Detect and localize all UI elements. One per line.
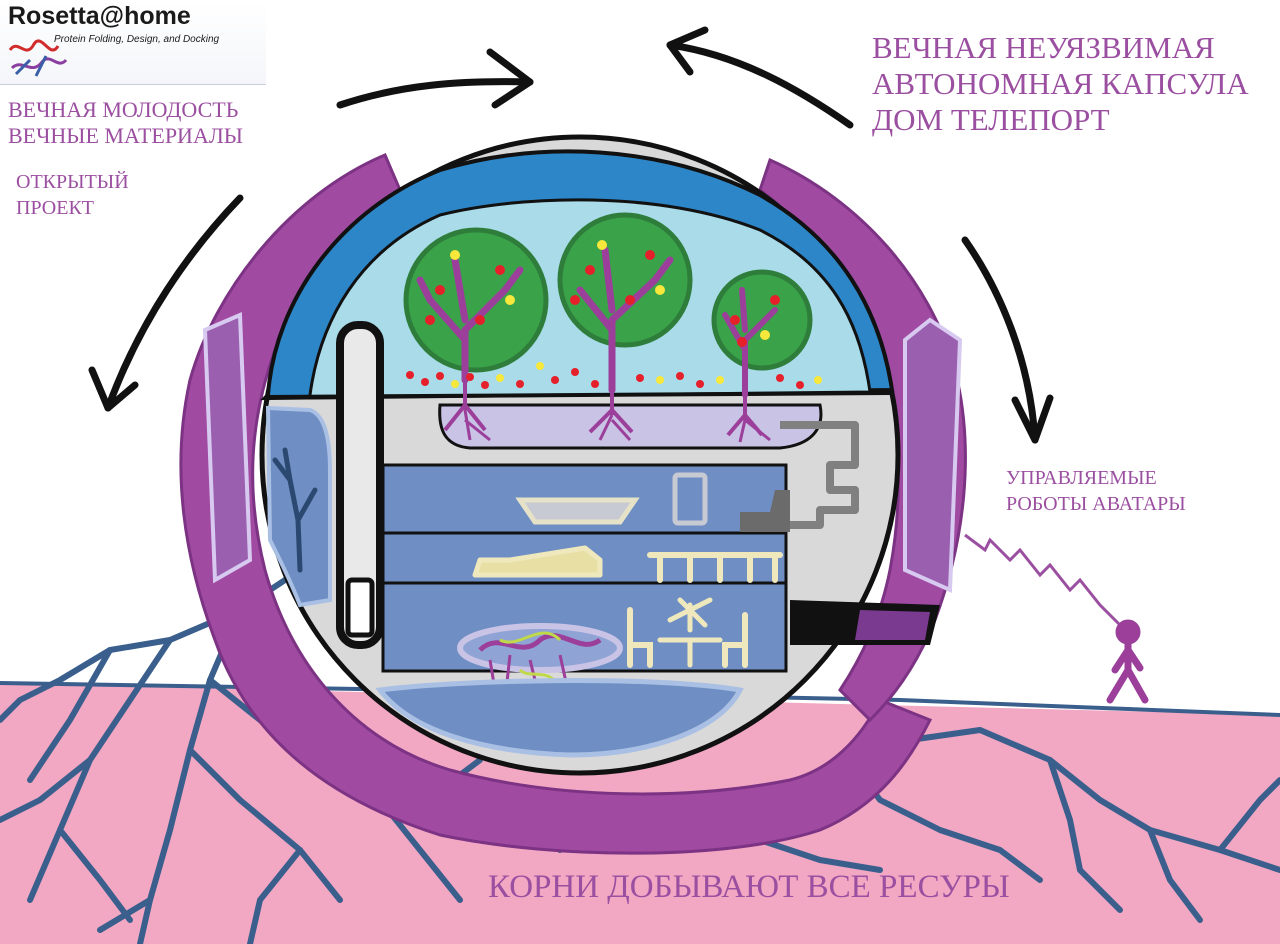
left-shell bbox=[179, 153, 933, 855]
chair-icon bbox=[722, 612, 748, 668]
youth-label-line2: ВЕЧНЫЕ МАТЕРИАЛЫ bbox=[8, 123, 243, 148]
capsule-label-line3: ДОМ ТЕЛЕПОРТ bbox=[872, 102, 1110, 137]
bathtub-icon bbox=[515, 497, 640, 525]
open-project-line2: ПРОЕКТ bbox=[16, 197, 95, 219]
protein-icon bbox=[478, 631, 602, 701]
rotation-arrow-icon bbox=[336, 48, 534, 109]
capsule-label-line2: АВТОНОМНАЯ КАПСУЛА bbox=[872, 66, 1249, 101]
robots-label-line2: РОБОТЫ АВАТАРЫ bbox=[1006, 493, 1186, 515]
rotation-arrow-icon bbox=[666, 26, 854, 129]
staircase bbox=[780, 421, 859, 529]
pool bbox=[375, 678, 744, 758]
robots-label-line1: УПРАВЛЯЕМЫЕ bbox=[1006, 467, 1157, 489]
boot-shape bbox=[740, 490, 790, 532]
soil-bed bbox=[438, 403, 823, 450]
capsule-label-line1: ВЕЧНАЯ НЕУЯЗВИМАЯ bbox=[872, 30, 1215, 65]
elevator-shaft bbox=[336, 321, 384, 649]
open-project-line1: ОТКРЫТЫЙ bbox=[16, 171, 129, 193]
elevator-cabin bbox=[345, 577, 375, 638]
tree-icon bbox=[403, 227, 549, 432]
right-shell-window bbox=[903, 317, 963, 594]
stick-figure-icon bbox=[1106, 619, 1149, 704]
left-shell-window bbox=[202, 312, 253, 584]
table-icon bbox=[657, 597, 723, 668]
bed-icon bbox=[472, 545, 603, 578]
rotation-arrow-icon bbox=[88, 194, 244, 412]
avatar-tether bbox=[964, 533, 1122, 627]
youth-label-line1: ВЕЧНАЯ МОЛОДОСТЬ bbox=[8, 97, 239, 122]
rotation-arrow-icon bbox=[961, 236, 1054, 444]
logo-subtitle: Protein Folding, Design, and Docking bbox=[54, 34, 220, 45]
fruit-row bbox=[406, 362, 822, 389]
chair-icon bbox=[627, 607, 653, 668]
plant-roots bbox=[463, 409, 771, 443]
long-table bbox=[647, 552, 783, 583]
tree-icon bbox=[557, 212, 693, 434]
protein-pod bbox=[457, 623, 623, 673]
root-chamber bbox=[265, 405, 332, 608]
roots-label: КОРНИ ДОБЫВАЮТ ВСЕ РЕСУРЫ bbox=[488, 869, 1010, 905]
chamber-roots bbox=[272, 447, 318, 573]
dock-door bbox=[855, 610, 930, 640]
rosetta-logo: Rosetta@home Protein Folding, Design, an… bbox=[0, 0, 266, 85]
protein-icon bbox=[8, 39, 68, 77]
mirror bbox=[672, 472, 708, 526]
logo-title: Rosetta@home bbox=[8, 2, 191, 30]
